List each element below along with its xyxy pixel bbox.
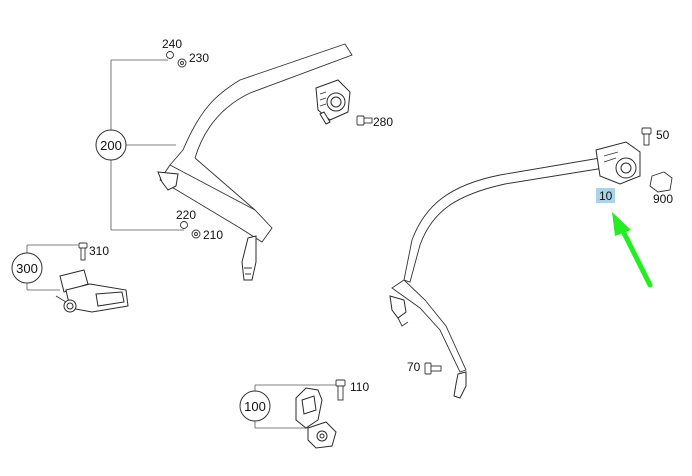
- callout-900[interactable]: 900: [653, 192, 673, 206]
- cover-cap-900[interactable]: [649, 171, 673, 193]
- callout-110[interactable]: 110: [350, 380, 369, 394]
- retractor-10: [595, 141, 641, 185]
- bolt-50[interactable]: [641, 127, 652, 146]
- group-badge-100: [239, 390, 271, 422]
- callout-50[interactable]: 50: [656, 128, 670, 142]
- callout-240[interactable]: 240: [162, 37, 182, 51]
- belt-guide-right: [389, 295, 407, 319]
- callout-210[interactable]: 210: [203, 228, 223, 242]
- washer-230[interactable]: [177, 58, 187, 68]
- nut-220[interactable]: [180, 221, 188, 229]
- bolt-70[interactable]: [424, 362, 442, 375]
- nut-240[interactable]: [166, 51, 174, 59]
- retractor-280-mount: [315, 79, 351, 125]
- bolt-310[interactable]: [78, 242, 88, 261]
- belt-webbing-upper: [182, 43, 353, 159]
- highlight-box-10: [596, 188, 615, 203]
- callout-280[interactable]: 280: [373, 115, 393, 129]
- belt-assembly-10[interactable]: [389, 141, 641, 399]
- lower-anchor-right: [453, 371, 467, 399]
- belt-guide: [157, 171, 179, 191]
- callout-70[interactable]: 70: [407, 360, 421, 374]
- washer-210[interactable]: [191, 229, 201, 239]
- belt-webbing-right-lower: [391, 279, 467, 373]
- bolt-280[interactable]: [356, 115, 373, 126]
- callout-230[interactable]: 230: [189, 51, 209, 65]
- belt-assembly-200[interactable]: [157, 43, 353, 281]
- pointer-arrow: [612, 212, 653, 288]
- callout-220[interactable]: 220: [176, 208, 196, 222]
- callout-100[interactable]: 100: [244, 399, 266, 414]
- lower-anchor-plate: [241, 235, 257, 281]
- group-badge-200: [95, 129, 127, 161]
- buckle-100[interactable]: [295, 387, 337, 449]
- buckle-300[interactable]: [55, 269, 129, 313]
- group-badge-300: [11, 252, 43, 284]
- callout-300[interactable]: 300: [16, 261, 38, 276]
- belt-webbing-right-upper: [403, 157, 605, 283]
- callout-310[interactable]: 310: [89, 244, 109, 258]
- callout-10[interactable]: 10: [599, 189, 613, 203]
- callout-200[interactable]: 200: [100, 138, 122, 153]
- bolt-110[interactable]: [335, 379, 346, 401]
